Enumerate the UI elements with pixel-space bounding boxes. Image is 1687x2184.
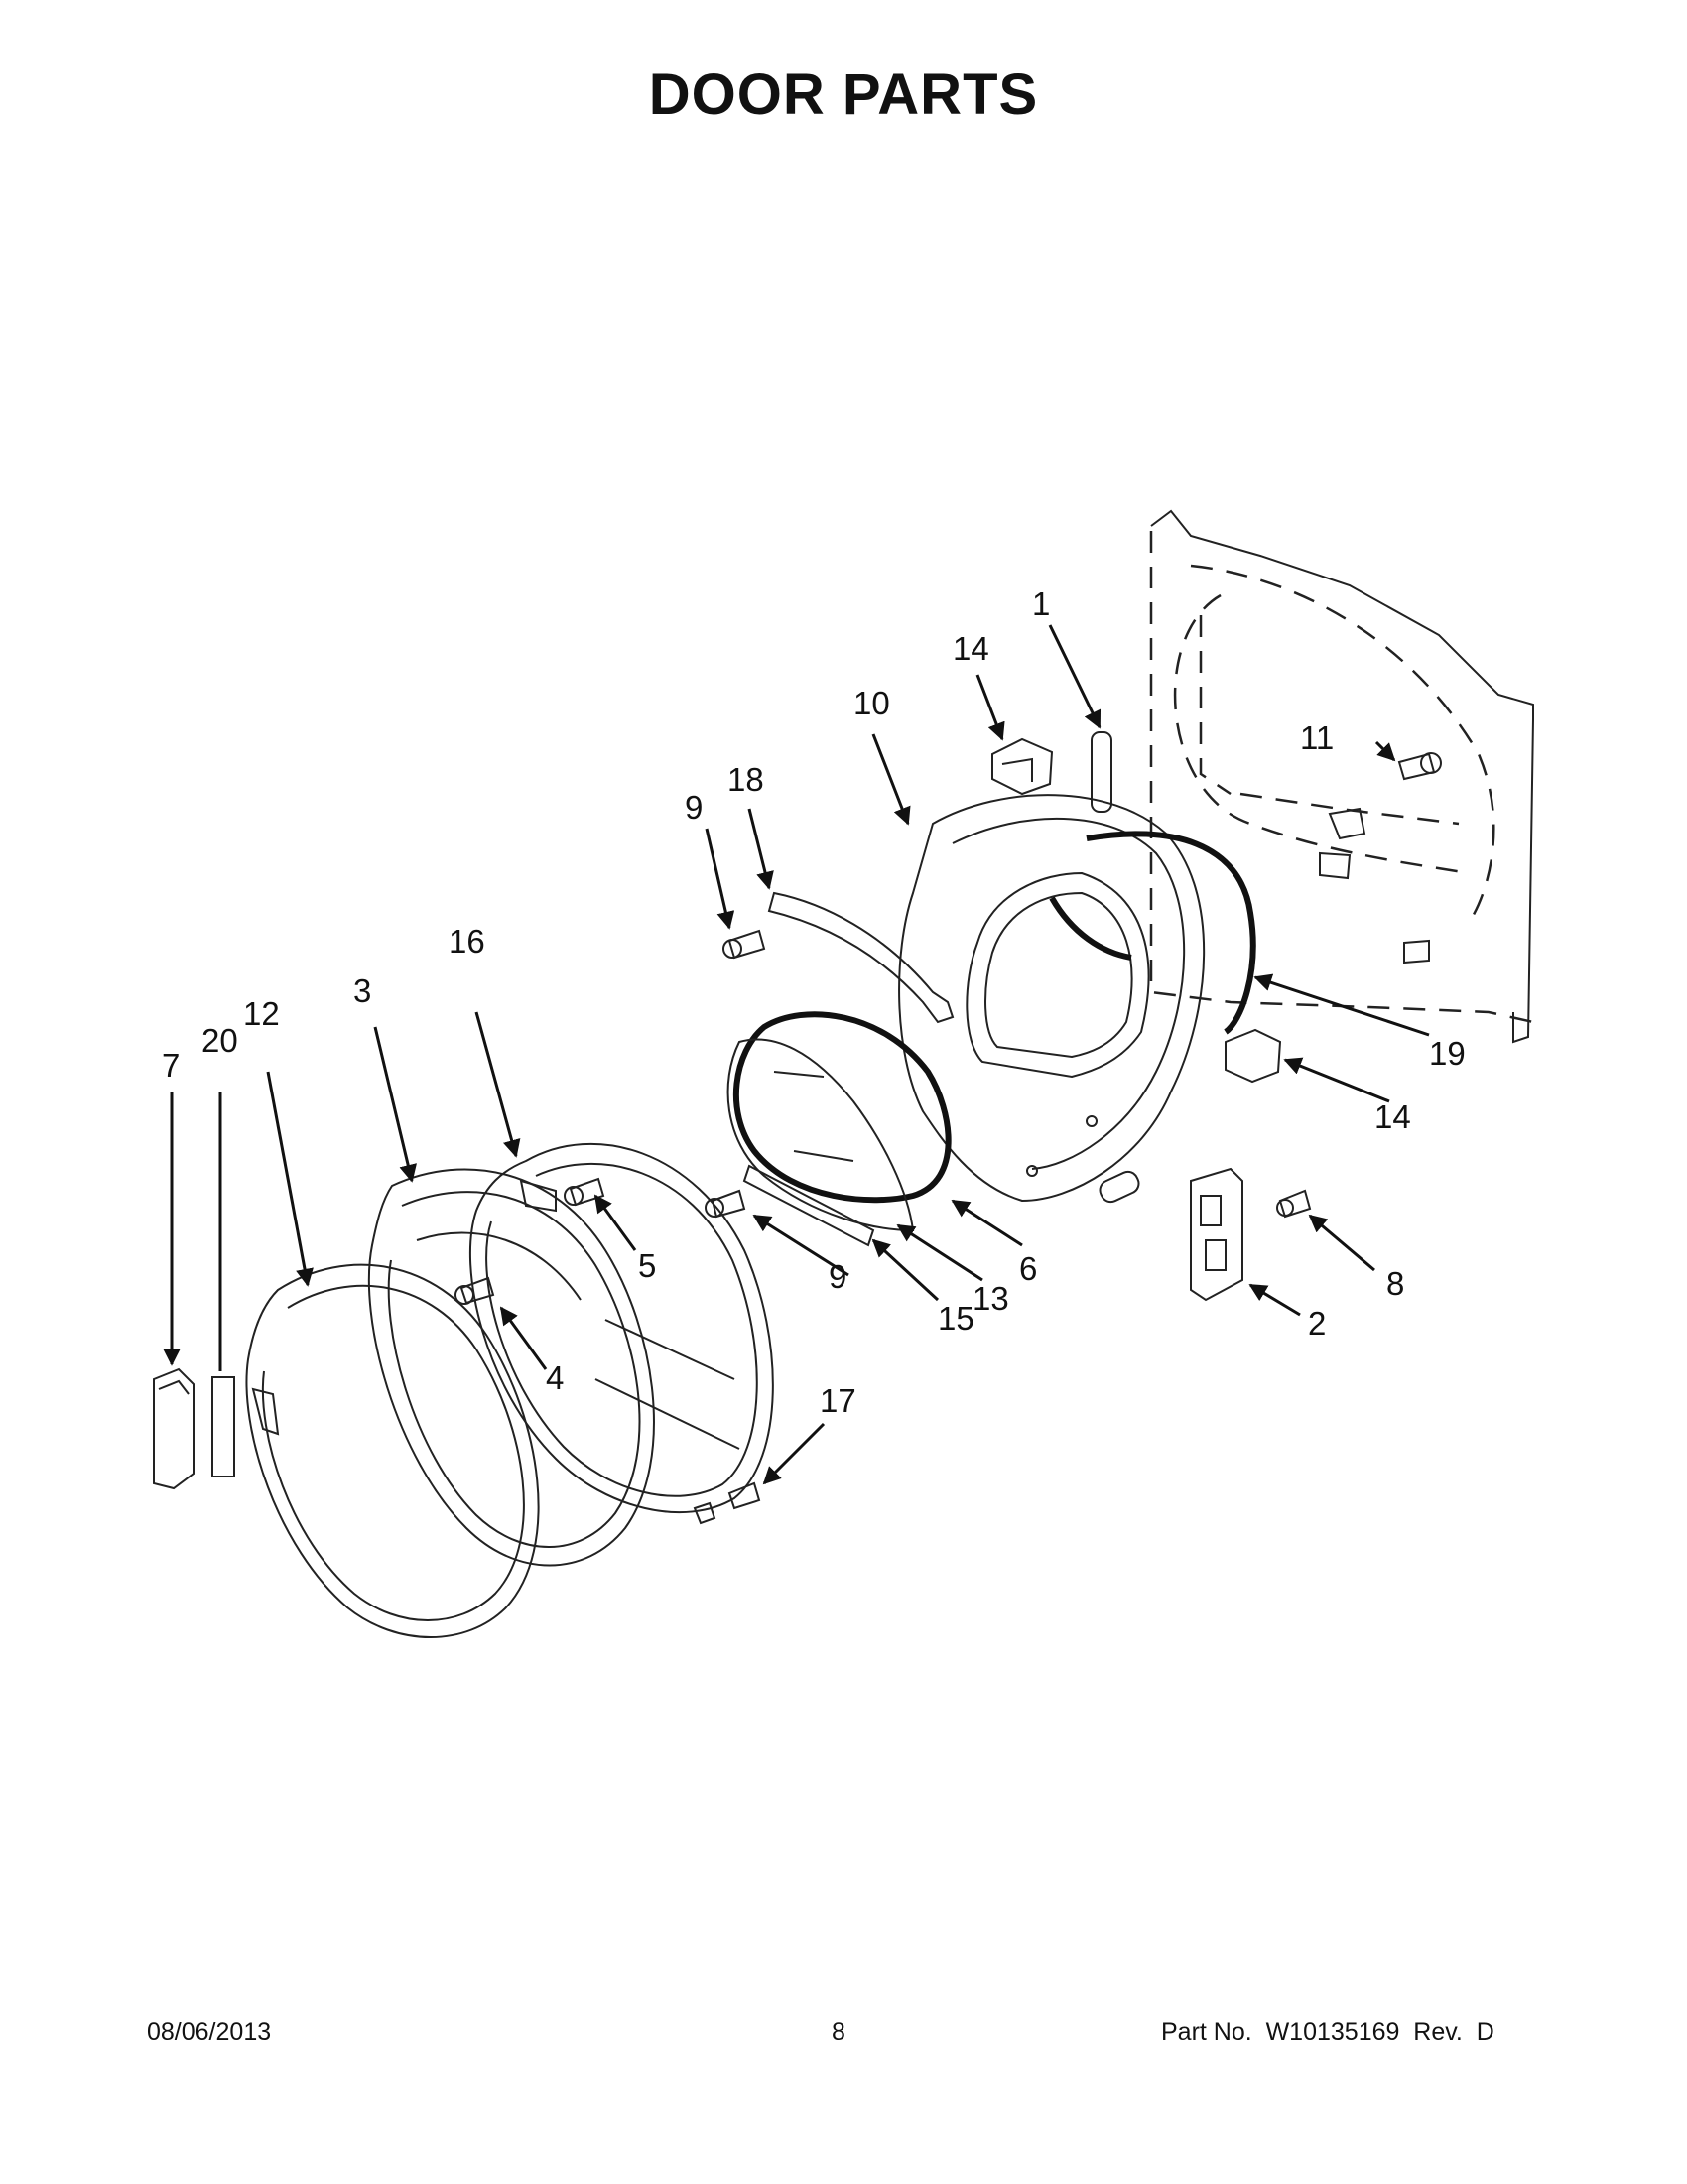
- callout-7: 7: [162, 1047, 180, 1084]
- part-9-upper-screw: [722, 929, 766, 960]
- footer-page-number: 8: [832, 2018, 845, 2046]
- page-title: DOOR PARTS: [648, 63, 1039, 127]
- callout-10: 10: [853, 685, 890, 721]
- footer-date: 08/06/2013: [147, 2018, 272, 2046]
- part-16-outer-ring: [469, 1142, 774, 1514]
- footer-part-number: Part No. W10135169 Rev. D: [1161, 2018, 1494, 2046]
- callout-8: 8: [1386, 1265, 1404, 1302]
- part-3-door-frame: [367, 1168, 655, 1567]
- part-14-lower-bumper: [1225, 1028, 1282, 1084]
- callout-6: 6: [1019, 1250, 1037, 1287]
- callout-16: 16: [449, 923, 485, 960]
- callout-11: 11: [1300, 719, 1334, 756]
- part-18-strap: [767, 891, 955, 1024]
- callout-17: 17: [820, 1382, 856, 1419]
- callout-14-lower: 14: [1374, 1098, 1411, 1135]
- callout-20: 20: [201, 1022, 238, 1059]
- callout-3: 3: [353, 972, 371, 1009]
- callout-13: 13: [973, 1280, 1009, 1317]
- callout-2: 2: [1308, 1305, 1326, 1342]
- leader-lines: [163, 624, 1430, 1485]
- part-10-inner-door: [898, 794, 1206, 1204]
- part-12-door-outer: [245, 1263, 540, 1638]
- callout-9-upper: 9: [685, 789, 703, 826]
- callout-12: 12: [243, 995, 280, 1032]
- callout-19: 19: [1429, 1035, 1466, 1072]
- part-14-upper-bumper: [991, 737, 1054, 796]
- part-17-screw: [693, 1481, 761, 1525]
- part-15-shield: [742, 1164, 875, 1247]
- part-2-hinge: [1190, 1167, 1243, 1302]
- callout-9-lower: 9: [829, 1258, 846, 1295]
- part-1-pin: [1091, 731, 1112, 813]
- callout-1: 1: [1032, 585, 1050, 622]
- dryer-front-panel: [1149, 509, 1534, 1044]
- callout-14-upper: 14: [953, 630, 989, 667]
- part-19-gasket: [1049, 831, 1256, 1035]
- part-9-lower-screw: [705, 1189, 746, 1219]
- part-11-screw: [1397, 752, 1442, 781]
- part-20-label: [211, 1376, 235, 1477]
- part-4-screw: [454, 1276, 495, 1305]
- callout-18: 18: [727, 761, 764, 798]
- callout-5: 5: [638, 1247, 656, 1284]
- callout-15: 15: [938, 1300, 974, 1337]
- part-8-screw: [1276, 1189, 1312, 1219]
- part-7-handle: [153, 1367, 195, 1490]
- part-6-gasket: [732, 1011, 952, 1204]
- callout-4: 4: [546, 1359, 564, 1396]
